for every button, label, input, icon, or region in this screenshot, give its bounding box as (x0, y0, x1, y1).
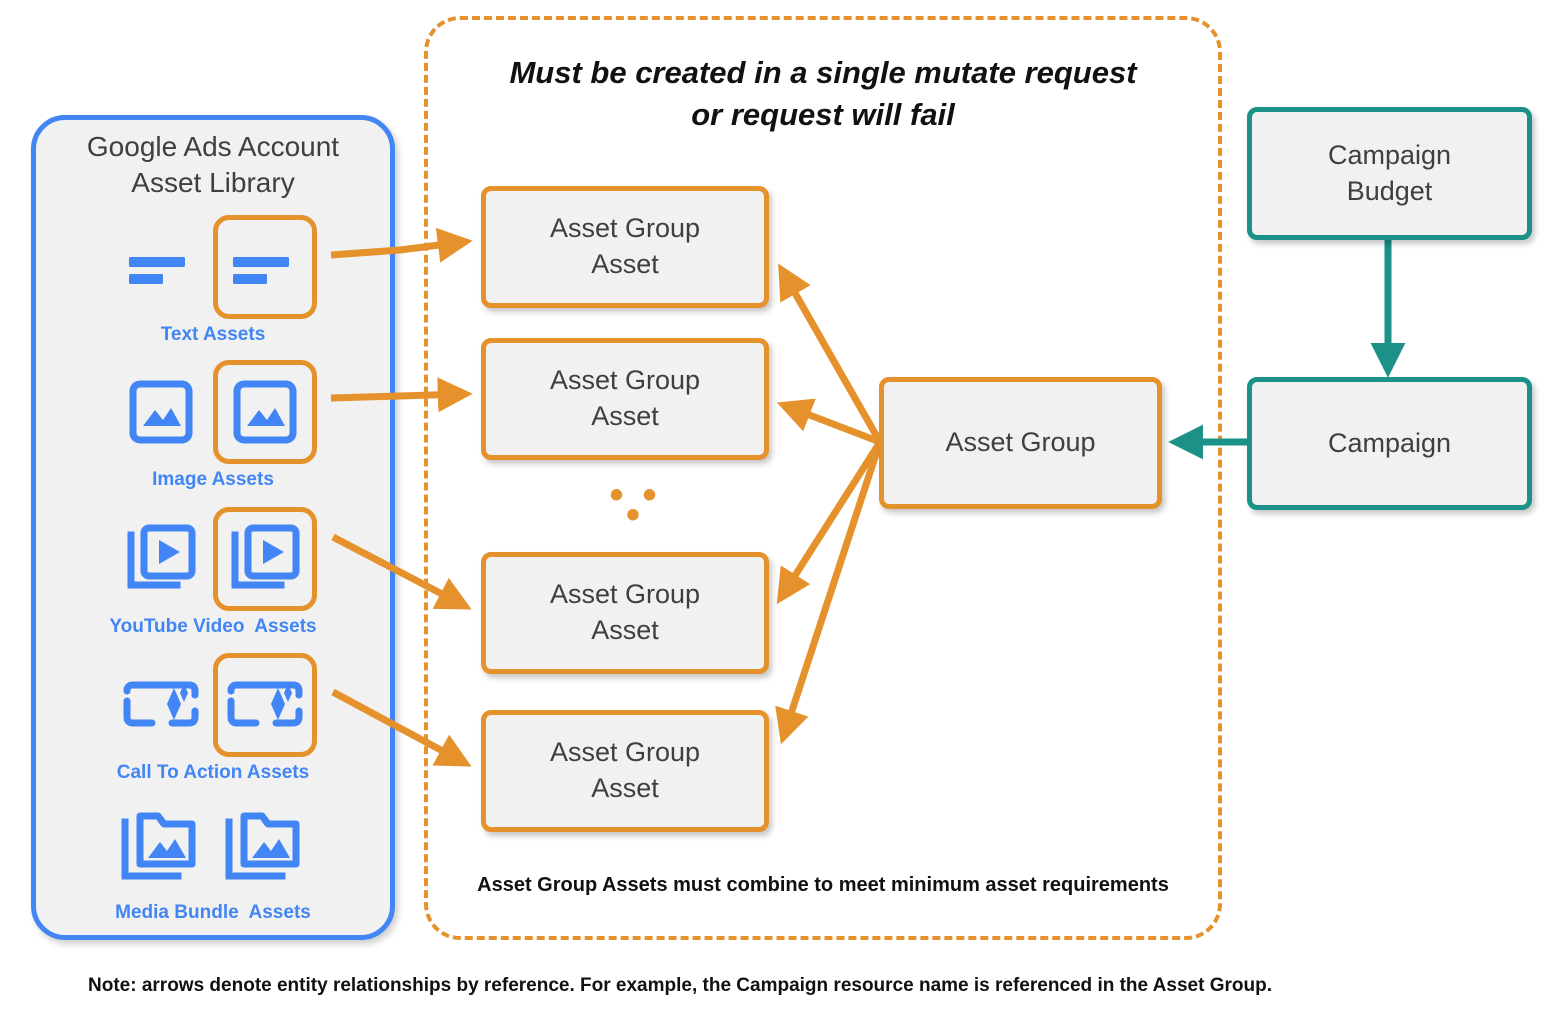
campaign-budget-box[interactable]: Campaign Budget (1247, 107, 1532, 240)
asset-icons-cta (36, 653, 390, 757)
asset-library-title: Google Ads Account Asset Library (86, 131, 340, 199)
single-mutate-request-container (424, 16, 1222, 940)
diagram-note: Note: arrows denote entity relationships… (88, 975, 1272, 996)
youtube-video-asset-icon (109, 507, 213, 611)
asset-group-asset-box-4[interactable]: Asset Group Asset (481, 710, 769, 832)
asset-label-media-bundle: Media Bundle Assets (115, 902, 311, 923)
text-asset-icon-selected[interactable] (213, 215, 317, 319)
campaign-box[interactable]: Campaign (1247, 377, 1532, 510)
asset-label-cta: Call To Action Assets (116, 762, 310, 783)
call-to-action-asset-icon-selected[interactable] (213, 653, 317, 757)
asset-row-image: Image Assets (36, 360, 390, 491)
call-to-action-asset-icon (109, 653, 213, 757)
ellipsis-indicator: • • • (609, 473, 661, 537)
youtube-video-asset-icon-selected[interactable] (213, 507, 317, 611)
asset-row-cta: Call To Action Assets (36, 653, 390, 784)
asset-group-asset-box-2[interactable]: Asset Group Asset (481, 338, 769, 460)
image-asset-icon (109, 360, 213, 464)
asset-label-image: Image Assets (152, 469, 274, 490)
asset-group-asset-box-1[interactable]: Asset Group Asset (481, 186, 769, 308)
asset-library-panel: Google Ads Account Asset Library Text (31, 115, 395, 940)
media-bundle-asset-icon (109, 793, 213, 897)
asset-label-youtube: YouTube Video Assets (109, 616, 317, 637)
mutate-request-title: Must be created in a single mutate reque… (509, 55, 1137, 132)
asset-row-youtube: YouTube Video Assets (36, 507, 390, 638)
asset-icons-text (36, 215, 390, 319)
asset-icons-youtube (36, 507, 390, 611)
asset-label-text: Text Assets (160, 324, 266, 345)
asset-icons-media-bundle (36, 793, 390, 897)
asset-group-box[interactable]: Asset Group (879, 377, 1162, 509)
asset-icons-image (36, 360, 390, 464)
image-asset-icon-selected[interactable] (213, 360, 317, 464)
asset-row-media-bundle: Media Bundle Assets (36, 793, 390, 924)
asset-row-text: Text Assets (36, 215, 390, 346)
text-asset-icon (109, 215, 213, 319)
asset-group-asset-box-3[interactable]: Asset Group Asset (481, 552, 769, 674)
media-bundle-asset-icon-2 (213, 793, 317, 897)
minimum-asset-requirements-note: Asset Group Assets must combine to meet … (477, 874, 1169, 896)
